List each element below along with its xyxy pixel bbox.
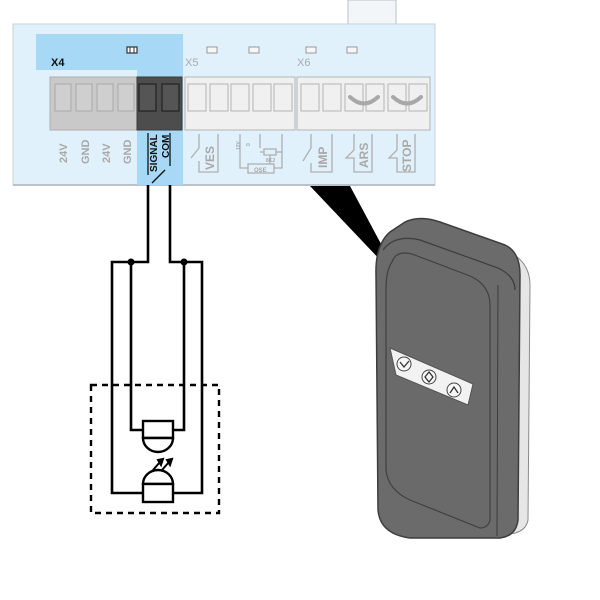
terminal-screw-com[interactable] xyxy=(161,83,180,112)
controller-panel: X4 X5 X6 24V GND 24V GND SIGNAL COM xyxy=(12,0,436,186)
wire-receiver-left xyxy=(129,262,143,432)
junction-dot xyxy=(127,258,135,266)
terminal-screw[interactable] xyxy=(75,83,93,112)
terminal-screw[interactable] xyxy=(322,83,342,112)
connector-label-x4: X4 xyxy=(51,57,65,69)
led-indicators xyxy=(126,46,358,54)
terminal-screw[interactable] xyxy=(300,83,320,112)
keypad-button-down[interactable] xyxy=(396,356,412,372)
terminal-label-com: COM xyxy=(161,135,172,158)
terminal-label: 24V xyxy=(101,143,113,163)
connector-label-x5: X5 xyxy=(185,57,198,69)
terminal-screw[interactable] xyxy=(344,83,364,112)
terminal-screw[interactable] xyxy=(230,83,250,112)
keypad-button-up[interactable] xyxy=(446,382,462,398)
wire-signal xyxy=(110,185,150,495)
panel-top-tab xyxy=(347,0,397,28)
resistor-label: 8K2 xyxy=(266,158,275,164)
ose-label: OSE xyxy=(254,168,267,174)
control-keypad-device xyxy=(375,217,531,539)
x4-highlight xyxy=(36,34,183,185)
keypad-button-enter[interactable] xyxy=(421,369,437,385)
wire-receiver-right xyxy=(173,262,186,432)
terminal-label-imp: IMP xyxy=(316,147,330,168)
terminal-screw-signal[interactable] xyxy=(138,83,157,112)
signal-contact-symbol xyxy=(147,133,171,184)
chevron-up-icon xyxy=(449,385,459,394)
x5-symbols xyxy=(190,134,283,174)
x4-terminal-labels: 24V GND 24V GND SIGNAL COM xyxy=(58,134,172,172)
jumper-icon xyxy=(348,95,380,106)
terminal-block-x6 xyxy=(296,76,431,131)
led-icon xyxy=(248,46,260,54)
terminal-label-signal: SIGNAL xyxy=(149,134,160,172)
terminal-label-12v: 12V xyxy=(236,140,242,150)
terminal-label-stop: STOP xyxy=(400,140,414,172)
chevron-down-icon xyxy=(399,360,410,369)
photocell-emitter-icon xyxy=(141,468,175,504)
led-icon xyxy=(346,46,358,54)
jumper-icon xyxy=(391,95,423,106)
photocell-circuit xyxy=(110,185,204,495)
terminal-label-ars: ARS xyxy=(357,143,371,168)
wire-com xyxy=(168,185,204,495)
terminal-screw[interactable] xyxy=(209,83,229,112)
terminal-label-0: 0 xyxy=(246,143,252,146)
terminal-screw[interactable] xyxy=(117,83,135,112)
x6-symbols xyxy=(302,134,416,173)
terminal-screw[interactable] xyxy=(387,83,407,112)
terminal-label-ves: VES xyxy=(203,146,217,170)
diamond-icon xyxy=(424,370,434,384)
terminal-screw[interactable] xyxy=(54,83,72,112)
junction-dot xyxy=(180,258,188,266)
connector-label-x6: X6 xyxy=(297,57,310,69)
terminal-label: 24V xyxy=(58,143,70,163)
terminal-label: GND xyxy=(80,140,92,165)
terminal-screw[interactable] xyxy=(187,83,207,112)
terminal-label: GND xyxy=(122,140,134,165)
photocell-enclosure xyxy=(89,383,221,515)
terminal-block-x4 xyxy=(49,76,183,131)
terminal-screw[interactable] xyxy=(408,83,428,112)
photocell-receiver-icon xyxy=(141,419,175,454)
terminal-block-x5 xyxy=(184,76,296,131)
terminal-screw[interactable] xyxy=(365,83,385,112)
terminal-screw[interactable] xyxy=(252,83,272,112)
led-icon xyxy=(206,46,218,54)
terminal-screw[interactable] xyxy=(273,83,293,112)
led-icon xyxy=(305,46,317,54)
light-rays-icon xyxy=(152,457,174,471)
led-icon xyxy=(126,46,138,54)
terminal-screw[interactable] xyxy=(96,83,114,112)
